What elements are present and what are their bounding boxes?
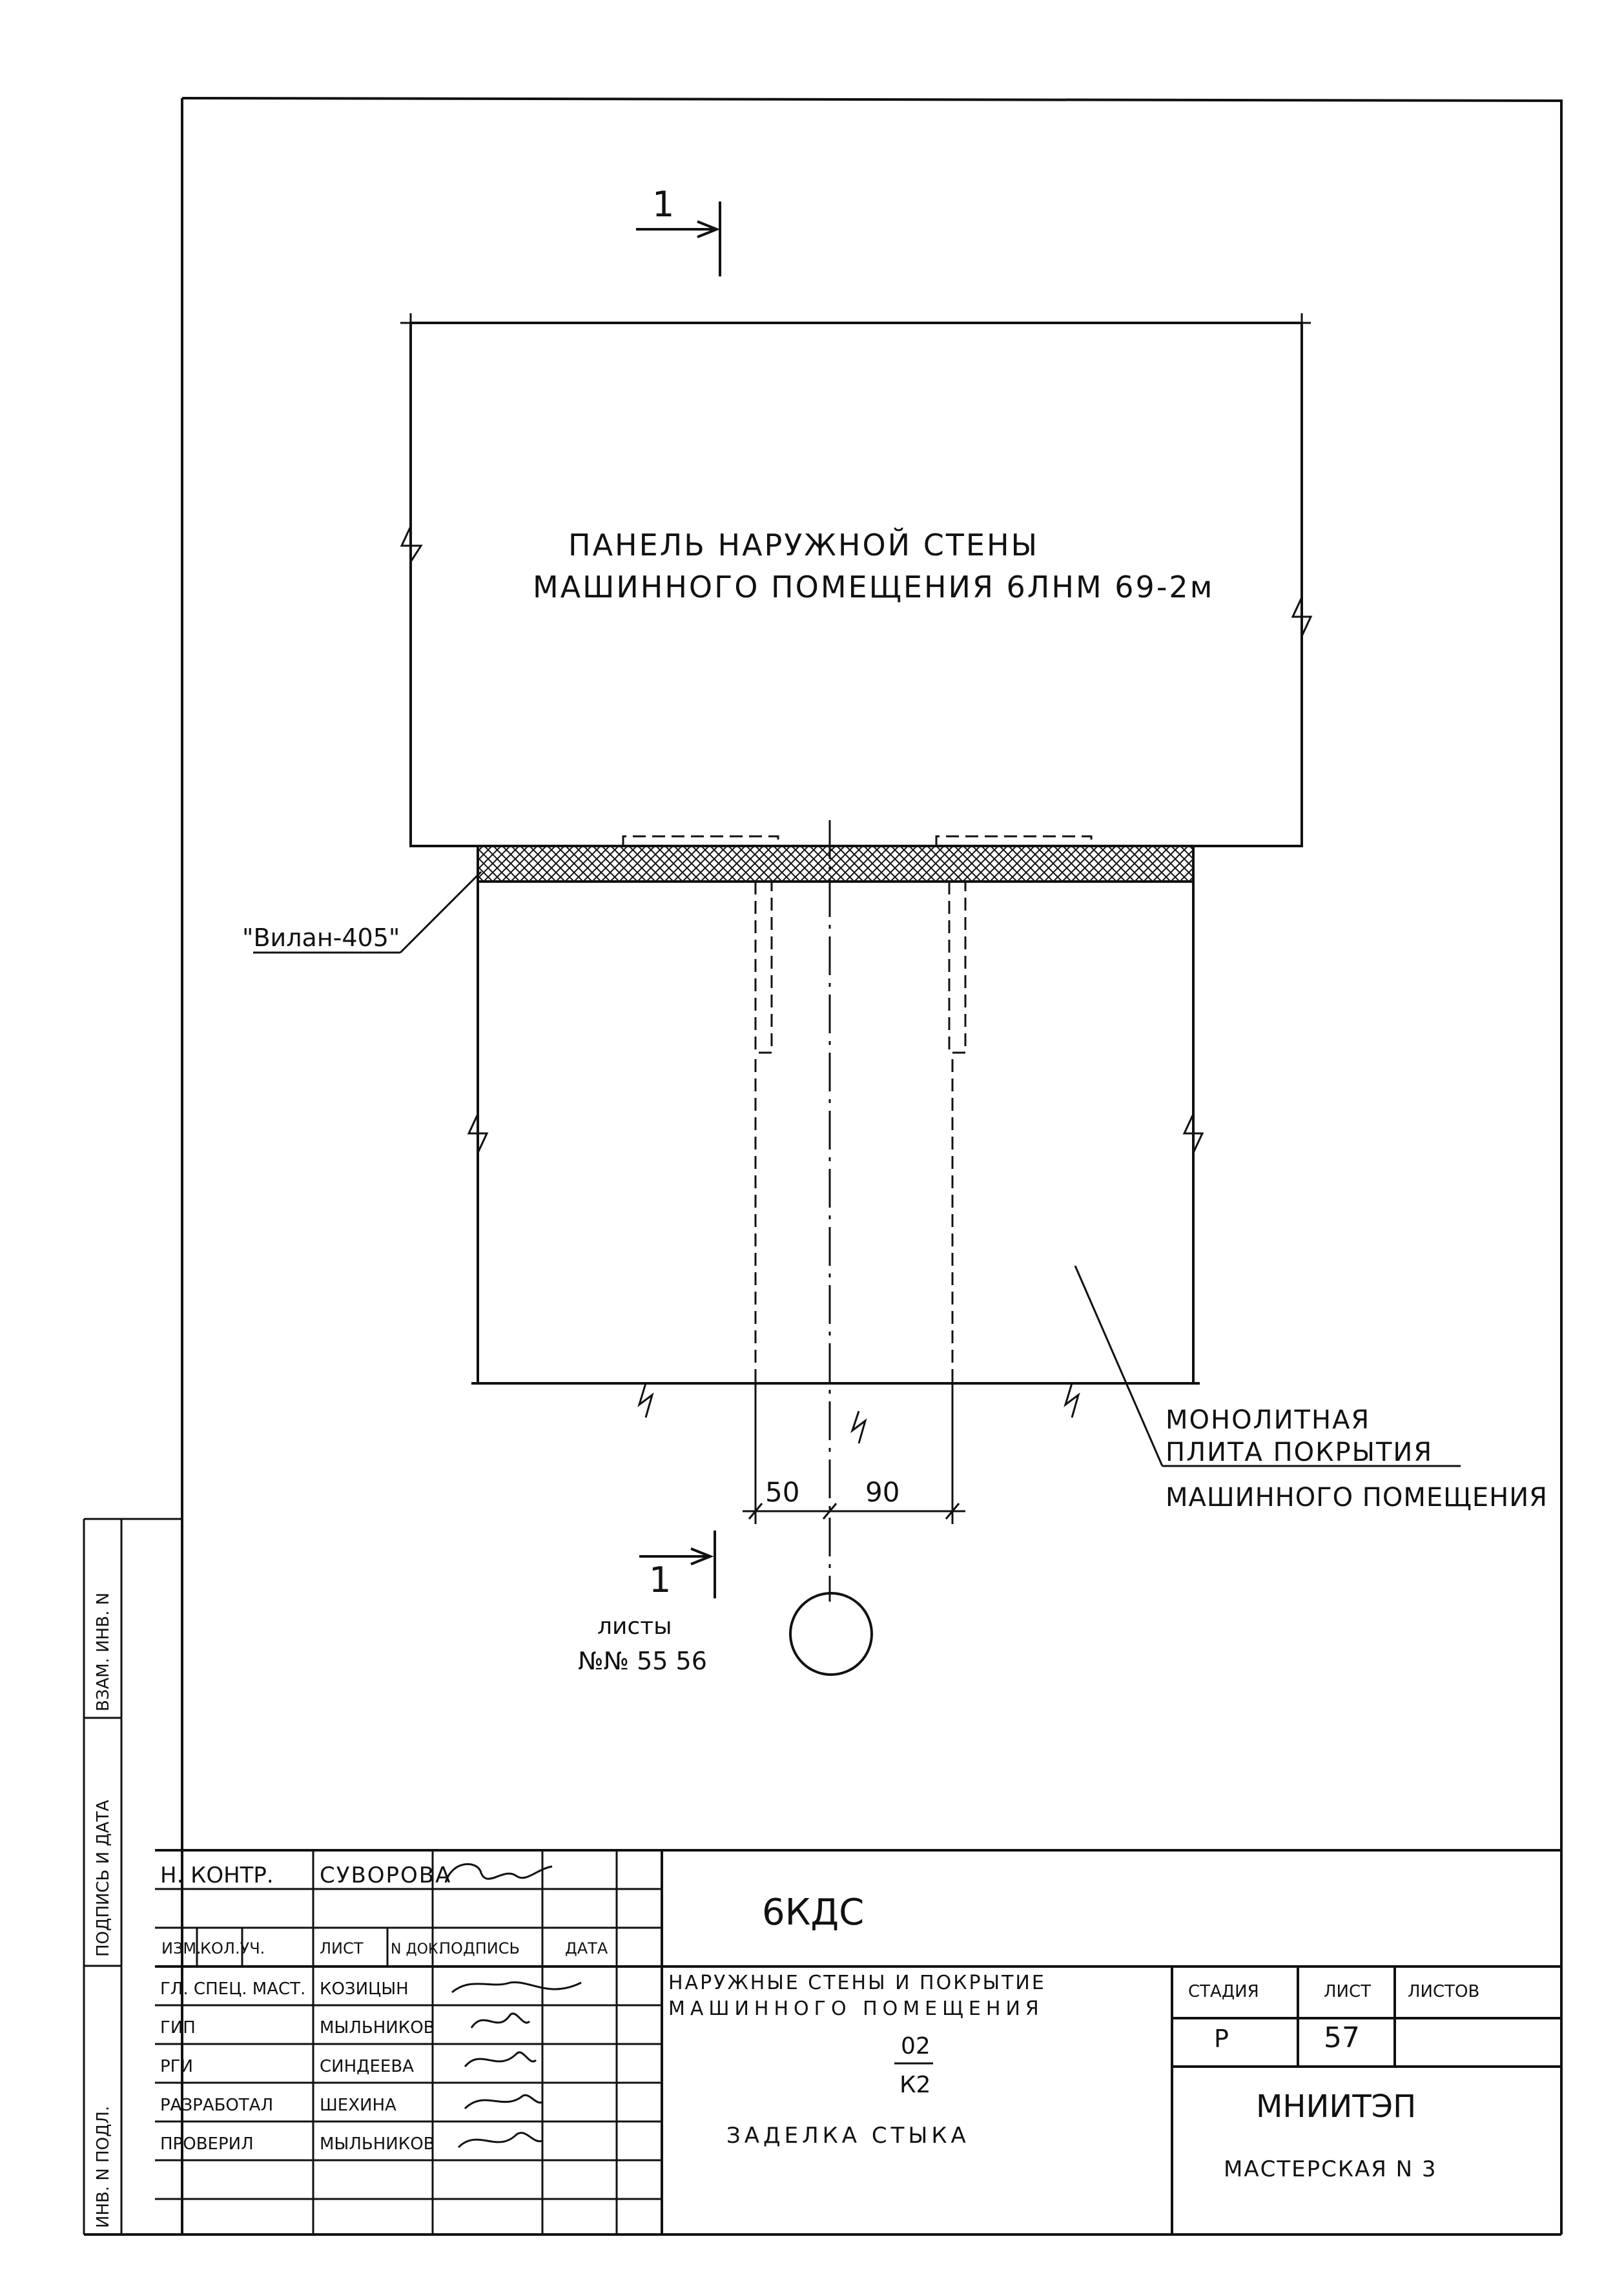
fraction-top: 02: [901, 2033, 930, 2059]
project-code: 6КДС: [762, 1892, 864, 1934]
dimension-left: 50: [765, 1476, 799, 1508]
sealant-joint: [477, 845, 1195, 883]
roles-list: ГЛ. СПЕЦ. МАСТ. КОЗИЦЫН ГИП МЫЛЬНИКОВ РГ…: [160, 1979, 435, 2154]
role-3: РАЗРАБОТАЛ: [160, 2096, 273, 2115]
sheet-frame: [84, 97, 1563, 2236]
panel-extension-ticks: [400, 313, 1311, 324]
role-0-name: КОЗИЦЫН: [320, 1979, 409, 1999]
roof-slab: [471, 882, 1200, 1385]
slab-leader: [1074, 1265, 1164, 1467]
panel-label-line2: МАШИННОГО ПОМЕЩЕНИЯ 6ЛНМ 69-2м: [533, 570, 1214, 604]
side-stamp-inv-podl: ИНВ. N ПОДЛ.: [94, 2106, 113, 2228]
section-marker-top: [636, 201, 721, 276]
n-kontr-role: Н. КОНТР.: [160, 1863, 274, 1888]
slab-label-line1: МОНОЛИТНАЯ: [1166, 1405, 1370, 1435]
doc-title-line1: НАРУЖНЫЕ СТЕНЫ И ПОКРЫТИЕ: [668, 1972, 1046, 1994]
slab-label-line2: ПЛИТА ПОКРЫТИЯ: [1166, 1438, 1433, 1467]
sealant-label: "Вилан-405": [242, 924, 400, 952]
header-kol: КОЛ.УЧ.: [200, 1939, 265, 1957]
side-stamp-podpis-data: ПОДПИСЬ И ДАТА: [94, 1800, 113, 1957]
header-ndok: N ДОК.: [391, 1941, 443, 1957]
header-izm: ИЗМ.: [161, 1939, 201, 1957]
sheet-value: 57: [1324, 2021, 1360, 2054]
role-2: РГИ: [160, 2057, 193, 2076]
sheets-label: ЛИСТОВ: [1408, 1982, 1479, 2001]
embedded-parts: [622, 835, 1093, 1382]
role-4: ПРОВЕРИЛ: [160, 2134, 254, 2154]
dimension-line: [743, 1383, 965, 1524]
role-2-name: СИНДЕЕВА: [320, 2057, 414, 2076]
role-0: ГЛ. СПЕЦ. МАСТ.: [160, 1979, 305, 1999]
title-block: [155, 1849, 1561, 2235]
break-mark-left: [400, 526, 423, 563]
role-1: ГИП: [160, 2018, 196, 2038]
sheet-label: ЛИСТ: [1324, 1982, 1371, 2001]
dimension-right: 90: [865, 1476, 899, 1508]
signatures: [451, 1981, 582, 2149]
slab-break-marks: [467, 1113, 1204, 1444]
sealant-leader-2: [399, 871, 482, 954]
org-name: МНИИТЭП: [1256, 2089, 1416, 2125]
header-data: ДАТА: [565, 1939, 608, 1957]
header-podpis: ПОДПИСЬ: [439, 1939, 520, 1957]
reference-circle: [789, 1592, 873, 1676]
side-stamp: [83, 1518, 182, 2235]
header-list: ЛИСТ: [320, 1939, 364, 1957]
org-sub: МАСТЕРСКАЯ N 3: [1224, 2156, 1437, 2182]
fraction-bottom: К2: [899, 2072, 930, 2098]
sheets-ref-line2: №№ 55 56: [578, 1647, 707, 1675]
section-marker-bottom: [639, 1531, 716, 1598]
stage-value: Р: [1214, 2025, 1229, 2053]
stage-label: СТАДИЯ: [1188, 1982, 1259, 2001]
section-marker-top-label: 1: [652, 184, 674, 225]
doc-title-line2: МАШИННОГО ПОМЕЩЕНИЯ: [668, 1997, 1044, 2020]
slab-label-line3: МАШИННОГО ПОМЕЩЕНИЯ: [1166, 1483, 1548, 1512]
n-kontr-signature: [444, 1863, 553, 1883]
role-1-name: МЫЛЬНИКОВ: [320, 2018, 435, 2038]
section-marker-bottom-label: 1: [649, 1560, 671, 1600]
side-stamp-vzam-inv: ВЗАМ. ИНВ. N: [94, 1593, 113, 1711]
role-4-name: МЫЛЬНИКОВ: [320, 2134, 435, 2154]
n-kontr-name: СУВОРОВА: [320, 1863, 451, 1888]
break-mark-right: [1291, 597, 1313, 637]
role-3-name: ШЕХИНА: [320, 2096, 396, 2115]
sheet-subject: ЗАДЕЛКА СТЫКА: [726, 2123, 970, 2149]
sheets-ref-line1: листы: [597, 1613, 672, 1640]
panel-label-line1: ПАНЕЛЬ НАРУЖНОЙ СТЕНЫ: [568, 528, 1039, 563]
title-block-grid: [155, 1850, 662, 2235]
